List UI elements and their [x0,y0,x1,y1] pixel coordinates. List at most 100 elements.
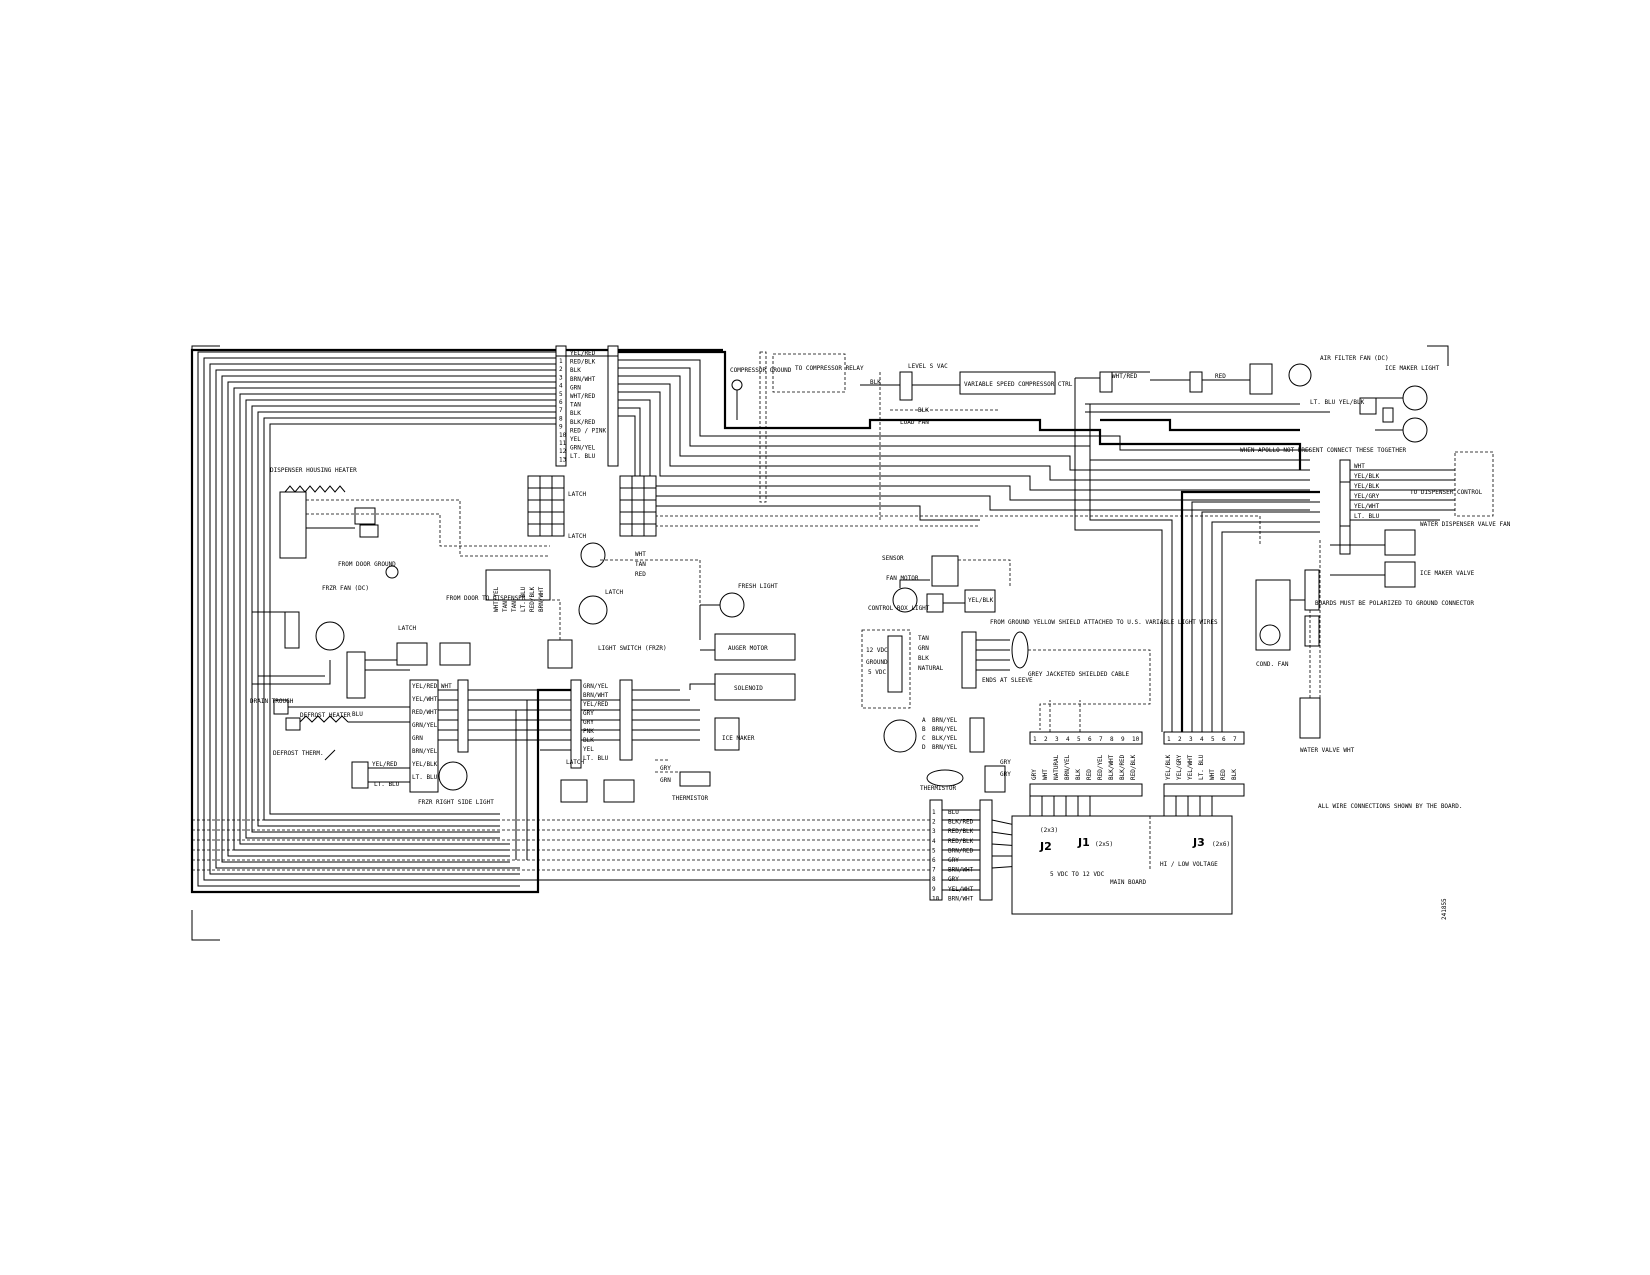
frzr-connector-wire-label: YEL/RED WHT [412,683,452,690]
sensor-wire-label: BRN/YEL [932,717,958,724]
j1-wire-label: RED/YEL [1097,754,1104,780]
j3-label: J3 [1192,836,1205,849]
yel-red-label: YEL/RED [372,761,398,768]
mid-connector-wire-label: RED/BLK [529,586,536,612]
from-door-ground-label: FROM DOOR GROUND [338,561,396,568]
gry2-vdc-label: GRY [1000,771,1011,778]
sensor-pin-letter: A [922,717,926,724]
ice-maker-valve-label: ICE MAKER VALVE [1420,570,1475,577]
j1-pin: 9 [1121,736,1125,743]
latch-label-1: LATCH [568,491,586,498]
red-label: RED [1215,373,1226,380]
right-text: WHEN APOLLO NOT PRESENT CONNECT THESE TO… [1240,447,1511,810]
light-connector-wire-label: BRN/WHT [583,692,609,699]
frzr-connector-wire-label: RED/WHT [412,709,438,716]
bottom-connector-wire-label: GRY [948,857,959,864]
j3-pin: 5 [1211,736,1215,743]
j3-wire-label: YEL/GRY [1176,754,1183,780]
defrost-therm-label: DEFROST THERM. [273,750,324,757]
water-valve-label: WATER DISPENSER VALVE FAN [1420,521,1511,528]
from-ground-note: FROM GROUND YELLOW SHIELD ATTACHED TO U.… [990,619,1218,626]
compressor-area [731,351,1428,520]
left-components [251,485,560,793]
solenoid-label: SOLENOID [734,685,763,692]
top-connector-wire-label: WHT/RED [570,393,596,400]
j1-pin: 3 [1055,736,1059,743]
from-door-to-dispenser-label: FROM DOOR TO DISPENSER [446,595,526,602]
j1-wire-label: BLK/WHT [1108,754,1115,780]
bottom-connectors [929,796,1213,901]
j3-wire-label: YEL/WHT [1187,754,1194,780]
latch-label: LATCH [398,625,416,632]
bottom-connector-pin: 2 [932,819,936,826]
freezer-light-label: FRZR RIGHT SIDE LIGHT [418,799,494,806]
j1-wire-label: WHT [1042,769,1049,780]
j1-pin: 6 [1088,736,1092,743]
water-valve-bottom-label: WATER VALVE WHT [1300,747,1355,754]
high-voltage-label: HI / LOW VOLTAGE [1160,861,1218,868]
thermistor-right-label: THERMISTOR [920,785,957,792]
j1-wire-label: GRY [1031,769,1038,780]
mid-connector-wire-label: TAN [502,601,509,612]
bottom-connector-pin: 10 [932,895,940,902]
variable-speed-label: VARIABLE SPEED COMPRESSOR CTRL [964,381,1073,388]
bottom-connector-wire-label: RED/BLK [948,828,974,835]
frzr-connector-labels: YEL/RED WHTYEL/WHTRED/WHTGRN/YELGRNBRN/Y… [412,683,452,781]
natural-vdc-label: NATURAL [918,665,944,672]
apollo-note: WHEN APOLLO NOT PRESENT CONNECT THESE TO… [1240,447,1407,454]
sensor-pin-letter: C [922,735,926,742]
left-text: DISPENSER HOUSING HEATER FRZR FAN (DC) F… [250,467,526,806]
top-connector-pin: 7 [559,407,563,414]
j3-pin: 7 [1233,736,1237,743]
j3-wire-label: LT. BLU [1198,754,1205,780]
v5-label: 5 VDC [868,669,886,676]
grn-vdc-label: GRN [918,645,929,652]
j3-pins-label: (2x6) [1212,841,1230,848]
harness-bundle-right [1049,378,1320,732]
harness-bundle-top [618,350,1330,546]
j1-pins-label: (2x5) [1095,841,1113,848]
sensor-text: SENSOR FAN MOTOR CONTROL BOX LIGHT YEL/B… [866,555,1218,792]
bottom-connector-pin: 9 [932,886,936,893]
bottom-connector-wire-label: GRY [948,876,959,883]
bottom-connector-wire-label: BLK/RED [948,819,974,826]
j3-wire-label: RED [1220,769,1227,780]
top-connector-wire-label: BLK [570,410,581,417]
j1-wire-label: RED/BLK [1130,754,1137,780]
yel-blk-mid-label: YEL/BLK [968,597,994,604]
latch-connectors [396,475,796,870]
bottom-connector-pin: 8 [932,876,936,883]
j1-pin: 2 [1044,736,1048,743]
fan-motor-label: FAN MOTOR [886,575,919,582]
defrost-heater-label: DEFROST HEATER [300,712,351,719]
j1-label: J1 [1077,836,1090,849]
blk-vdc-label: BLK [918,655,929,662]
level-vac-label: LEVEL S VAC [908,363,948,370]
j1-wire-label: BLK/RED [1119,754,1126,780]
light-switch-label: LIGHT SWITCH (FRZR) [598,645,667,652]
top-connector-wire-label: LT. BLU [570,453,596,460]
light-connector-wire-label: GRN/YEL [583,683,609,690]
right-wire-label: WHT [1354,463,1365,470]
right-wire-label: YEL/BLK [1354,483,1380,490]
j3-pin: 3 [1189,736,1193,743]
j1-wire-label: NATURAL [1053,754,1060,780]
freezer-fan-label: FRZR FAN (DC) [322,585,369,592]
cond-fan-label: COND. FAN [1256,661,1289,668]
top-connector-wire-label: BLK [570,367,581,374]
v12-label: 12 VDC [866,647,888,654]
j-connector-strips [1029,731,1245,797]
frzr-connector-wire-label: YEL/WHT [412,696,438,703]
mid-connector-wire-label: TAN [511,601,518,612]
j1-pin: 5 [1077,736,1081,743]
mid-connector-wire-label: LT. BLU [520,586,527,612]
latch-label-3: LATCH [605,589,623,596]
bottom-connector-pin: 7 [932,867,936,874]
frzr-connector-wire-label: BRN/YEL [412,748,438,755]
frzr-connector-wire-label: LT. BLU [412,774,438,781]
sensor-wire-label: BRN/YEL [932,744,958,751]
